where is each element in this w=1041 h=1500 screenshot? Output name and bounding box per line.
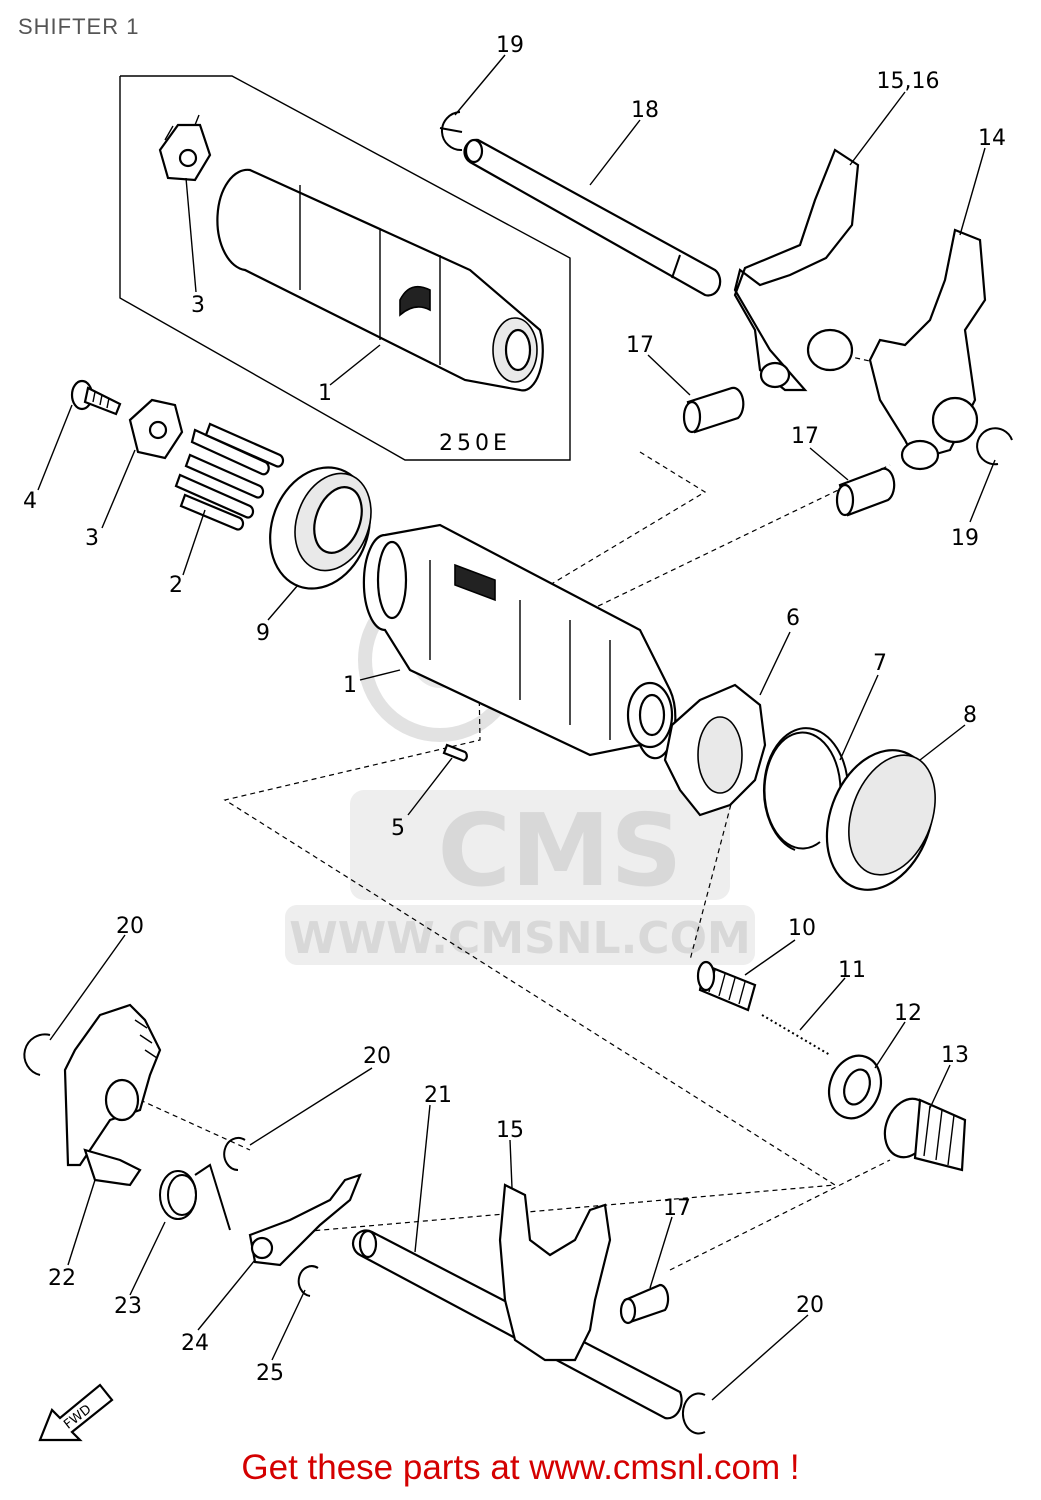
callout-6: 6 <box>786 606 800 631</box>
part-shift-cam-1-inset <box>216 168 544 392</box>
part-shift-arm-22 <box>63 1003 162 1187</box>
part-segment-3 <box>128 398 184 460</box>
callout-5: 5 <box>391 816 405 841</box>
part-shift-fork-15 <box>498 1183 612 1362</box>
part-torsion-spring-23 <box>159 1163 231 1231</box>
page-title: SHIFTER 1 <box>18 14 140 39</box>
callout-1: 1 <box>318 381 332 406</box>
part-bearing-9 <box>269 466 372 590</box>
footer-cta[interactable]: Get these parts at www.cmsnl.com ! <box>241 1448 800 1487</box>
fwd-arrow: FWD <box>38 1383 114 1442</box>
callout-3: 3 <box>85 526 99 551</box>
callout-17: 17 <box>626 333 654 358</box>
part-guide-bar-18 <box>463 138 722 297</box>
part-plug-10 <box>696 960 757 1012</box>
callout-23: 23 <box>114 1294 142 1319</box>
part-stopper-plate-6 <box>663 683 767 817</box>
callout-2: 2 <box>169 573 183 598</box>
callout-15: 15 <box>496 1118 524 1143</box>
part-segment-3-inset <box>158 114 212 182</box>
callout-25: 25 <box>256 1361 284 1386</box>
callout-20: 20 <box>116 914 144 939</box>
callout-19: 19 <box>496 33 524 58</box>
callout-11: 11 <box>838 958 866 983</box>
callout-21: 21 <box>424 1083 452 1108</box>
callout-14: 14 <box>978 126 1006 151</box>
callout-20: 20 <box>796 1293 824 1318</box>
part-pins-2 <box>174 422 285 531</box>
inset-box: 250E <box>119 75 571 461</box>
callout-1: 1 <box>343 673 357 698</box>
callout-24: 24 <box>181 1331 209 1356</box>
callout-13: 13 <box>941 1043 969 1068</box>
part-arm-24 <box>248 1173 362 1267</box>
part-screw-4 <box>70 379 122 416</box>
inset-label: 250E <box>439 431 511 456</box>
part-dowel-17c <box>619 1283 670 1325</box>
callout-15-16: 15,16 <box>877 69 940 94</box>
watermark-logo: CMS <box>438 792 683 909</box>
part-circlip-19-top <box>439 111 463 152</box>
part-circlip-20c <box>681 1392 706 1435</box>
callout-20: 20 <box>363 1044 391 1069</box>
part-washer-12 <box>827 1054 883 1120</box>
part-bolt-13 <box>883 1097 967 1172</box>
callout-12: 12 <box>894 1001 922 1026</box>
callout-19: 19 <box>951 526 979 551</box>
callout-17: 17 <box>791 424 819 449</box>
part-circlip-7 <box>763 727 849 851</box>
part-shift-cam-1 <box>362 523 677 760</box>
part-shift-fork-15-16 <box>733 148 860 392</box>
part-pin-5 <box>442 743 468 762</box>
callout-18: 18 <box>631 98 659 123</box>
callout-8: 8 <box>963 703 977 728</box>
callout-22: 22 <box>48 1266 76 1291</box>
callout-7: 7 <box>873 651 887 676</box>
part-circlip-25 <box>297 1265 319 1297</box>
leader-lines <box>37 54 996 1401</box>
callout-labels: 19 18 15,16 14 3 1 17 17 19 4 3 2 9 1 6 … <box>23 33 1006 1386</box>
part-shift-fork-14 <box>868 228 987 471</box>
callout-10: 10 <box>788 916 816 941</box>
part-circlip-20a <box>23 1033 51 1076</box>
callout-3: 3 <box>191 293 205 318</box>
callout-4: 4 <box>23 489 37 514</box>
part-dowel-17b <box>835 467 896 517</box>
watermark-url: WWW.CMSNL.COM <box>289 913 751 964</box>
part-spring-11 <box>761 1014 831 1056</box>
part-cap-8 <box>825 749 936 891</box>
callout-9: 9 <box>256 621 270 646</box>
part-dowel-17a <box>682 386 745 434</box>
part-circlip-19-right <box>976 427 1013 466</box>
callout-17: 17 <box>663 1196 691 1221</box>
part-circlip-20b <box>223 1137 246 1171</box>
